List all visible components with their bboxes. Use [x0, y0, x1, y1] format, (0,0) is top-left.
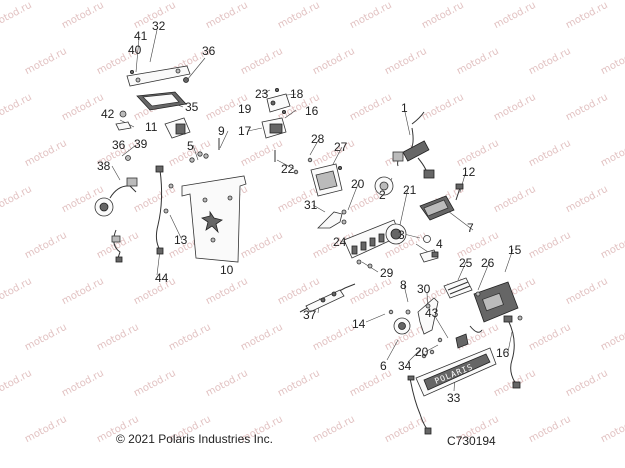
part-bracket-31: [317, 209, 347, 229]
part-horn-38: [94, 177, 138, 263]
part-ecu-27: [310, 163, 343, 197]
callout-41: 41: [134, 29, 148, 43]
part-bolts-22: [274, 150, 313, 175]
callout-24: 24: [333, 235, 347, 249]
callout-4: 4: [436, 237, 443, 251]
part-relay-25: [443, 277, 481, 299]
callout-25: 25: [459, 256, 473, 270]
callout-21: 21: [403, 183, 417, 197]
part-bracket-30: [417, 297, 439, 335]
callout-15: 15: [508, 243, 522, 257]
part-relay-2: [374, 176, 394, 196]
callout-27: 27: [334, 140, 348, 154]
part-stator-1: [392, 111, 435, 179]
callout-42: 42: [101, 107, 115, 121]
callout-23: 23: [255, 87, 269, 101]
callout-43: 43: [425, 306, 439, 320]
part-sensor-3-4: [419, 235, 439, 263]
callout-22: 22: [281, 162, 295, 176]
callout-7: 7: [467, 221, 474, 235]
part-harness-24: [343, 219, 407, 269]
part-harness-16: [503, 315, 523, 389]
callout-2: 2: [379, 188, 386, 202]
callout-5: 5: [187, 139, 194, 153]
callout-44: 44: [155, 271, 169, 285]
callout-20a: 20: [351, 177, 365, 191]
callout-6: 6: [380, 359, 387, 373]
callout-29: 29: [380, 266, 394, 280]
callout-10: 10: [220, 263, 234, 277]
callout-16b: 16: [496, 346, 510, 360]
callout-14: 14: [352, 317, 366, 331]
copyright-text: © 2021 Polaris Industries Inc.: [116, 432, 273, 446]
callout-16a: 16: [305, 104, 319, 118]
callout-11: 11: [145, 120, 158, 134]
part-connector-12: [455, 183, 464, 201]
part-trim-35: [115, 91, 187, 131]
callout-33: 33: [447, 391, 461, 405]
callout-20b: 20: [415, 345, 429, 359]
callout-9: 9: [218, 124, 225, 138]
callout-28: 28: [311, 132, 325, 146]
callout-35: 35: [185, 100, 199, 114]
callout-31: 31: [304, 198, 318, 212]
callout-12: 12: [462, 165, 476, 179]
part-lamp-43: [421, 333, 469, 359]
part-harness-37: [299, 283, 356, 313]
callout-39: 39: [134, 137, 148, 151]
callout-18: 18: [290, 87, 304, 101]
callout-38: 38: [97, 159, 111, 173]
part-horn-6: [388, 309, 411, 335]
callout-19: 19: [238, 102, 252, 116]
callout-3: 3: [398, 228, 405, 242]
part-module-15: [469, 281, 519, 333]
part-bracket-19: [266, 88, 291, 115]
callout-13: 13: [174, 233, 188, 247]
callout-26: 26: [481, 256, 495, 270]
callout-36b: 36: [112, 138, 126, 152]
callout-1: 1: [401, 101, 408, 115]
part-bracket-11: [125, 117, 220, 163]
callout-8: 8: [400, 278, 407, 292]
part-license-bracket-10: [181, 175, 247, 263]
callout-36a: 36: [202, 44, 216, 58]
part-wire-lower: [407, 375, 432, 435]
part-bracket-32: [126, 65, 191, 87]
callout-34: 34: [398, 359, 412, 373]
part-harness-44: [155, 165, 174, 255]
callout-37: 37: [303, 308, 317, 322]
part-switch-17: [261, 117, 287, 139]
diagram-code: C730194: [447, 434, 496, 448]
callout-30: 30: [417, 282, 431, 296]
callout-32: 32: [152, 19, 166, 33]
callout-40: 40: [128, 43, 142, 57]
callout-17: 17: [238, 124, 252, 138]
part-fuse-block-7: [419, 195, 455, 221]
